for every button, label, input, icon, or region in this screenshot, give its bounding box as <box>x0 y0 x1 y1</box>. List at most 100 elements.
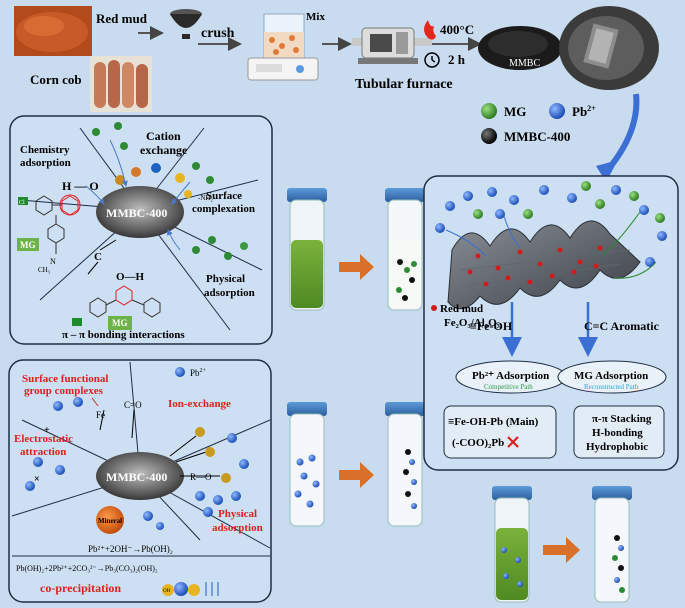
fe-pb-label: ≡Fe-OH-Pb (Main) <box>448 416 539 428</box>
surface-groups <box>91 397 135 439</box>
arrow-mixed-treatment <box>543 537 580 563</box>
oh-group: O—H <box>116 271 145 283</box>
pb-center-label: MMBC-400 <box>106 470 167 484</box>
vial-mixed-after <box>592 486 632 603</box>
vial-mg-before <box>287 188 327 311</box>
arrow-pb-treatment <box>339 462 374 488</box>
timer-icon <box>424 52 440 68</box>
pb-adsorption-label: Pb²⁺ Adsorption <box>472 370 549 382</box>
coprecipitation-label: co-precipitation <box>40 581 121 595</box>
mmbc-label: MMBC <box>509 58 540 69</box>
oh-ball-label: OH <box>163 589 171 594</box>
carboxyl-c: C <box>94 251 102 263</box>
mg-tag-left <box>17 238 39 251</box>
reaction-2: Pb(OH)₂+2Pb²⁺+2CO₃²⁻→Pb₃(CO₃)₂(OH)₂ <box>16 564 158 573</box>
ho-group: H — O <box>62 179 99 193</box>
x-mark: × <box>34 474 40 485</box>
ion-exchange-ball-2 <box>205 447 215 457</box>
reaction-1: Pb²⁺+2OH⁻→Pb(OH)₂ <box>88 544 173 554</box>
mg-legend-label: MG <box>504 104 526 119</box>
pb-mechanism-box <box>443 405 557 459</box>
red-mud-dot-legend <box>431 305 437 311</box>
pb-physical-label: Physical <box>218 508 257 520</box>
mg-panel-arrows <box>85 139 191 251</box>
oxides-label: Fe₂O₃/Al₂O₃ <box>444 317 501 329</box>
mg-center-label: MMBC-400 <box>106 206 167 220</box>
co-label: C=O <box>124 400 142 410</box>
ion-exchange-ball-3 <box>221 473 231 483</box>
fe-label: Fe <box>96 410 105 420</box>
vial-pb-before <box>287 402 327 527</box>
pb-ions <box>25 397 249 530</box>
precipitate-icons <box>162 582 219 596</box>
pb-physical-adsorption-label: adsorption <box>212 522 263 534</box>
mg-mechanism-panel: MMBC-400 Chemistry adsorption Cation exc… <box>9 115 273 345</box>
right-panel-paths <box>445 211 657 279</box>
complexation-label: complexation <box>192 203 255 215</box>
temperature-label: 400°C <box>440 22 474 37</box>
electrostatic-label: Electrostatic <box>14 433 73 445</box>
ion-exchange-ball-1 <box>195 427 205 437</box>
arrow-to-mechanism <box>603 93 640 174</box>
carboxyl-group: C O—H <box>87 239 145 283</box>
stacking-label: π-π Stacking <box>592 413 652 425</box>
ion-exchange-label: Ion-exchange <box>168 398 231 410</box>
ch3-label: CH₃ <box>38 266 51 274</box>
arrow-to-mechanism-head <box>596 160 618 182</box>
corn-cob-photo <box>90 56 152 112</box>
plus-mark: + <box>44 425 50 436</box>
attraction-label: attraction <box>20 446 66 458</box>
fe-oh-label: ≡Fe-OH <box>470 319 513 333</box>
mmbc-legend-ball <box>481 128 497 144</box>
n-label: N <box>50 257 56 266</box>
group-complexes-label: group complexes <box>24 385 104 397</box>
hbond-label: H-bonding <box>592 427 643 439</box>
mmbc-center-particle <box>96 186 184 238</box>
crush-label: crush <box>201 26 235 41</box>
competitive-mechanism-panel: Red mud Fe₂O₃/Al₂O₃ ≡Fe-OH C=C Aromatic … <box>423 175 679 471</box>
vial-pb-after <box>385 402 425 527</box>
pb-panel-legend-ball <box>175 367 185 377</box>
coo-pb-label: (-COO)₂Pb <box>452 437 504 449</box>
cation-label: Cation <box>146 129 181 143</box>
mg-tag-bottom-label: MG <box>112 318 128 328</box>
red-mud-right-label: Red mud <box>440 303 483 315</box>
chemistry-adsorption-label: adsorption <box>20 157 71 169</box>
mg-ions-right <box>473 181 665 223</box>
vial-mg-after <box>385 188 425 311</box>
mg-molecule-left <box>35 194 81 254</box>
mortar-icon <box>170 9 202 39</box>
pb-legend-label: Pb2+ <box>572 104 596 119</box>
mg-adsorption-label: MG Adsorption <box>574 370 648 382</box>
mineral-label: Mineral <box>98 517 122 525</box>
tubular-furnace-icon <box>352 27 432 64</box>
pb-panel-legend-label: Pb2+ <box>190 368 207 378</box>
physical-adsorption-ions <box>192 236 248 260</box>
aromatic-label: C=C Aromatic <box>584 319 660 333</box>
mg-adsorption-oval <box>557 360 667 394</box>
time-label: 2 h <box>448 52 466 67</box>
mineral-ball <box>96 506 124 534</box>
surface-complexation-ions <box>175 162 214 198</box>
mg-tag-left-label: MG <box>20 240 36 250</box>
mix-label: Mix <box>306 11 325 23</box>
pi-bonding-label: π – π bonding interactions <box>62 329 185 341</box>
process-flow: Red mud Corn cob crush <box>14 6 659 112</box>
arrow-mg-treatment <box>339 254 374 280</box>
cl-label: Cl <box>19 200 25 206</box>
mg-legend-ball <box>481 103 497 119</box>
pb-mechanism-panel: MMBC-400 Surface functional group comple… <box>8 359 272 603</box>
nh2-label: -NH₂ <box>198 194 213 202</box>
exchange-label: exchange <box>140 143 188 157</box>
red-mud-label: Red mud <box>96 11 148 26</box>
hydrophobic-label: Hydrophobic <box>586 441 648 453</box>
cation-exchange-ions <box>92 122 161 185</box>
mg-molecule-bottom <box>89 285 161 318</box>
vials <box>287 188 632 603</box>
cross-icon <box>507 436 519 448</box>
surface-functional-label: Surface functional <box>22 373 108 385</box>
physical-adsorption-label: adsorption <box>204 287 255 299</box>
mmbc-legend-label: MMBC-400 <box>504 129 570 144</box>
stirrer-beaker-icon <box>247 13 319 81</box>
